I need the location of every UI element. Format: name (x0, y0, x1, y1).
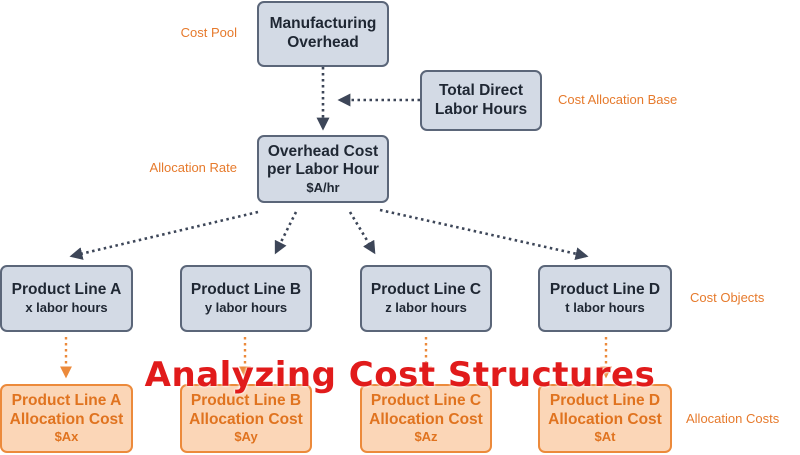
node-text: Total Direct (438, 81, 524, 99)
node-text: Overhead (287, 34, 359, 51)
label-cost-allocation-base: Cost Allocation Base (558, 92, 678, 107)
arrow-rate-to-a (69, 210, 259, 260)
node-product-line-b: Product Line B y labor hours (180, 265, 312, 332)
node-total-direct-labor-hours: Total Direct Labor Hours (420, 70, 542, 131)
node-value: $Ay (234, 429, 258, 445)
node-text: Product Line C (370, 392, 482, 410)
node-value: $At (594, 429, 616, 445)
node-text: $A/hr (306, 179, 340, 195)
arrow-rate-to-c (348, 211, 376, 255)
node-product-line-d: Product Line D t labor hours (538, 265, 672, 332)
node-title: Product Line C (370, 281, 482, 299)
node-value: $Ax (54, 429, 79, 445)
label-cost-pool: Cost Pool (180, 25, 237, 40)
node-text: Allocation Cost (369, 410, 483, 428)
node-text: Product Line A (11, 392, 122, 410)
node-subtitle: x labor hours (25, 300, 108, 315)
node-text: Product Line B (190, 392, 302, 410)
node-allocation-cost-b: Product Line B Allocation Cost $Ay (180, 384, 312, 453)
node-text: per Labor Hour (267, 161, 379, 179)
node-subtitle: y labor hours (204, 300, 288, 315)
node-product-line-c: Product Line C z labor hours (360, 265, 492, 332)
arrow-rate-to-b (274, 211, 298, 255)
node-text: Labor Hours (434, 100, 528, 118)
label-allocation-rate: Allocation Rate (149, 160, 237, 175)
node-subtitle: t labor hours (565, 300, 645, 315)
node-text: Allocation Cost (548, 410, 662, 428)
node-text: Manufacturing (269, 15, 377, 33)
node-title: Product Line D (549, 281, 661, 299)
node-allocation-cost-d: Product Line D Allocation Cost $At (538, 384, 672, 453)
node-allocation-cost-c: Product Line C Allocation Cost $Az (360, 384, 492, 453)
overlay-title: Analyzing Cost Structures (144, 355, 656, 395)
node-allocation-cost-a: Product Line A Allocation Cost $Ax (0, 384, 133, 453)
node-value: $Az (414, 429, 438, 445)
label-cost-objects: Cost Objects (690, 290, 765, 305)
node-subtitle: z labor hours (385, 300, 467, 315)
node-text: Overhead Cost (267, 142, 379, 160)
node-title: Product Line A (11, 281, 122, 299)
node-text: Allocation Cost (9, 410, 124, 428)
node-product-line-a: Product Line A x labor hours (0, 265, 133, 332)
arrow-rate-to-d (379, 208, 589, 261)
node-text: Allocation Cost (189, 410, 303, 428)
node-title: Product Line B (190, 281, 302, 299)
node-manufacturing-overhead: Manufacturing Overhead (257, 1, 389, 67)
node-text: Product Line D (549, 392, 661, 410)
node-overhead-rate: Overhead Cost per Labor Hour $A/hr (257, 135, 389, 203)
label-allocation-costs: Allocation Costs (686, 411, 780, 426)
